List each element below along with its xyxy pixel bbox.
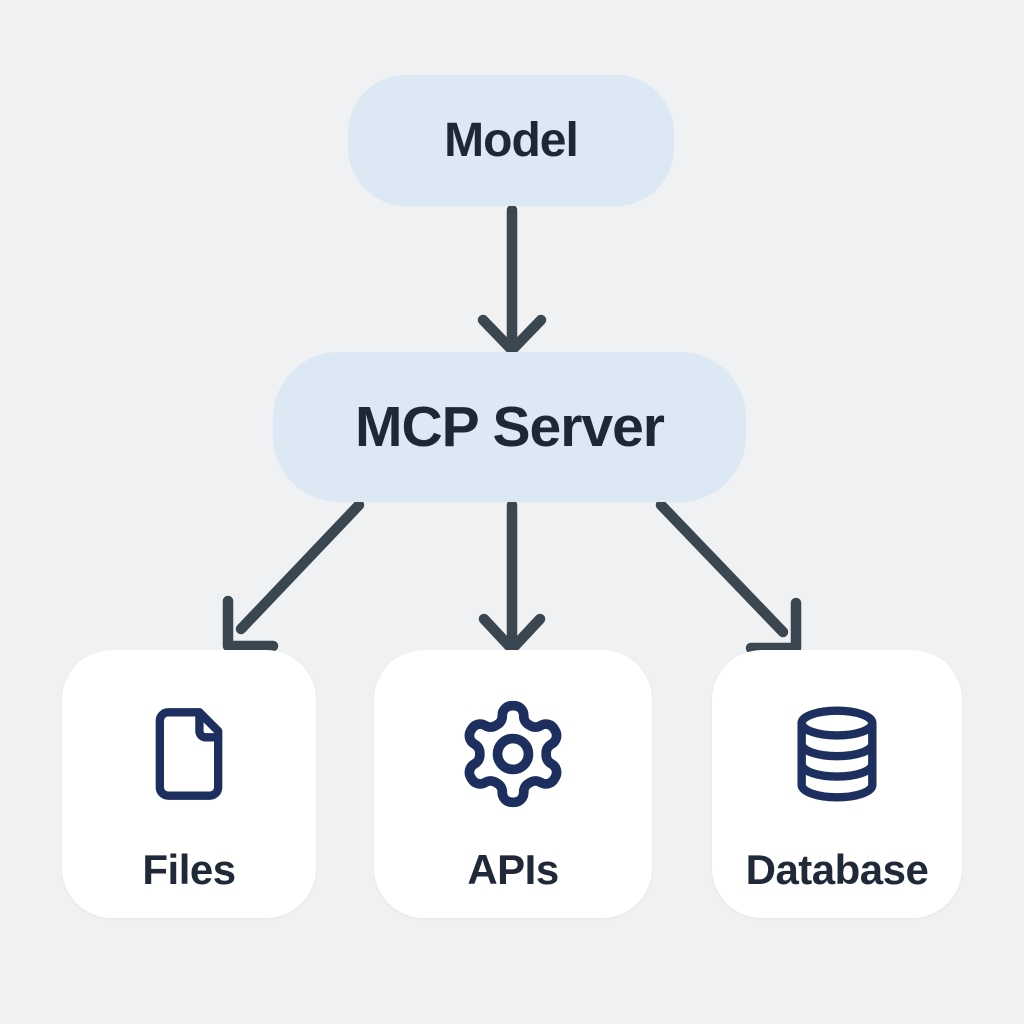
model-node: Model: [348, 75, 674, 206]
files-card-label: Files: [142, 846, 236, 893]
file-icon: [139, 690, 239, 818]
apis-card-label: APIs: [467, 846, 559, 893]
apis-card: APIs: [374, 650, 652, 918]
arrow-mcp-server-to-apis: [478, 499, 546, 655]
database-card: Database: [712, 650, 962, 918]
gear-icon: [455, 690, 571, 818]
database-card-label: Database: [745, 846, 929, 893]
mcp-server-node-label: MCP Server: [355, 395, 665, 459]
arrow-model-to-mcp-server: [477, 204, 547, 356]
database-icon: [784, 690, 890, 818]
model-node-label: Model: [444, 114, 579, 167]
files-card: Files: [62, 650, 316, 918]
arrow-mcp-server-to-files: [222, 499, 365, 652]
arrow-mcp-server-to-database: [655, 499, 802, 654]
mcp-server-node: MCP Server: [273, 352, 746, 502]
